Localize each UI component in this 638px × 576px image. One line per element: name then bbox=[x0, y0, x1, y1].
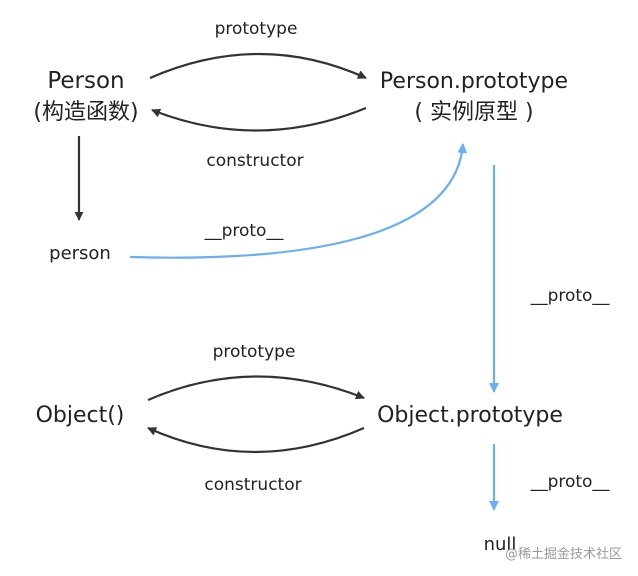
prototype-label-bottom: prototype bbox=[213, 342, 296, 362]
watermark: @稀土掘金技术社区 bbox=[505, 546, 622, 562]
proto-label-object-prototype: __proto__ bbox=[530, 472, 610, 492]
object-constructor: Object() bbox=[36, 403, 125, 428]
person-constructor-subtitle: (构造函数) bbox=[33, 100, 138, 125]
constructor-arrow-bottom bbox=[147, 426, 365, 454]
person-prototype-name: Person.prototype bbox=[380, 69, 568, 94]
person-prototype-subtitle: ( 实例原型 ) bbox=[414, 100, 533, 125]
proto-arrow-person bbox=[129, 143, 468, 259]
proto-label-person-prototype: __proto__ bbox=[530, 286, 610, 306]
person-constructor-name: Person bbox=[47, 68, 124, 94]
prototype-arrow-top bbox=[149, 52, 367, 80]
constructor-label-bottom: constructor bbox=[204, 475, 301, 495]
person-instance: person bbox=[49, 243, 111, 264]
prototype-label-top: prototype bbox=[215, 19, 298, 39]
object-prototype-name: Object.prototype bbox=[377, 403, 563, 428]
prototype-arrow-bottom bbox=[147, 375, 365, 402]
constructor-label-top: constructor bbox=[206, 151, 303, 171]
null-node: null bbox=[484, 534, 517, 555]
constructor-arrow-top bbox=[151, 106, 367, 132]
proto-label-person: __proto__ bbox=[204, 221, 284, 241]
